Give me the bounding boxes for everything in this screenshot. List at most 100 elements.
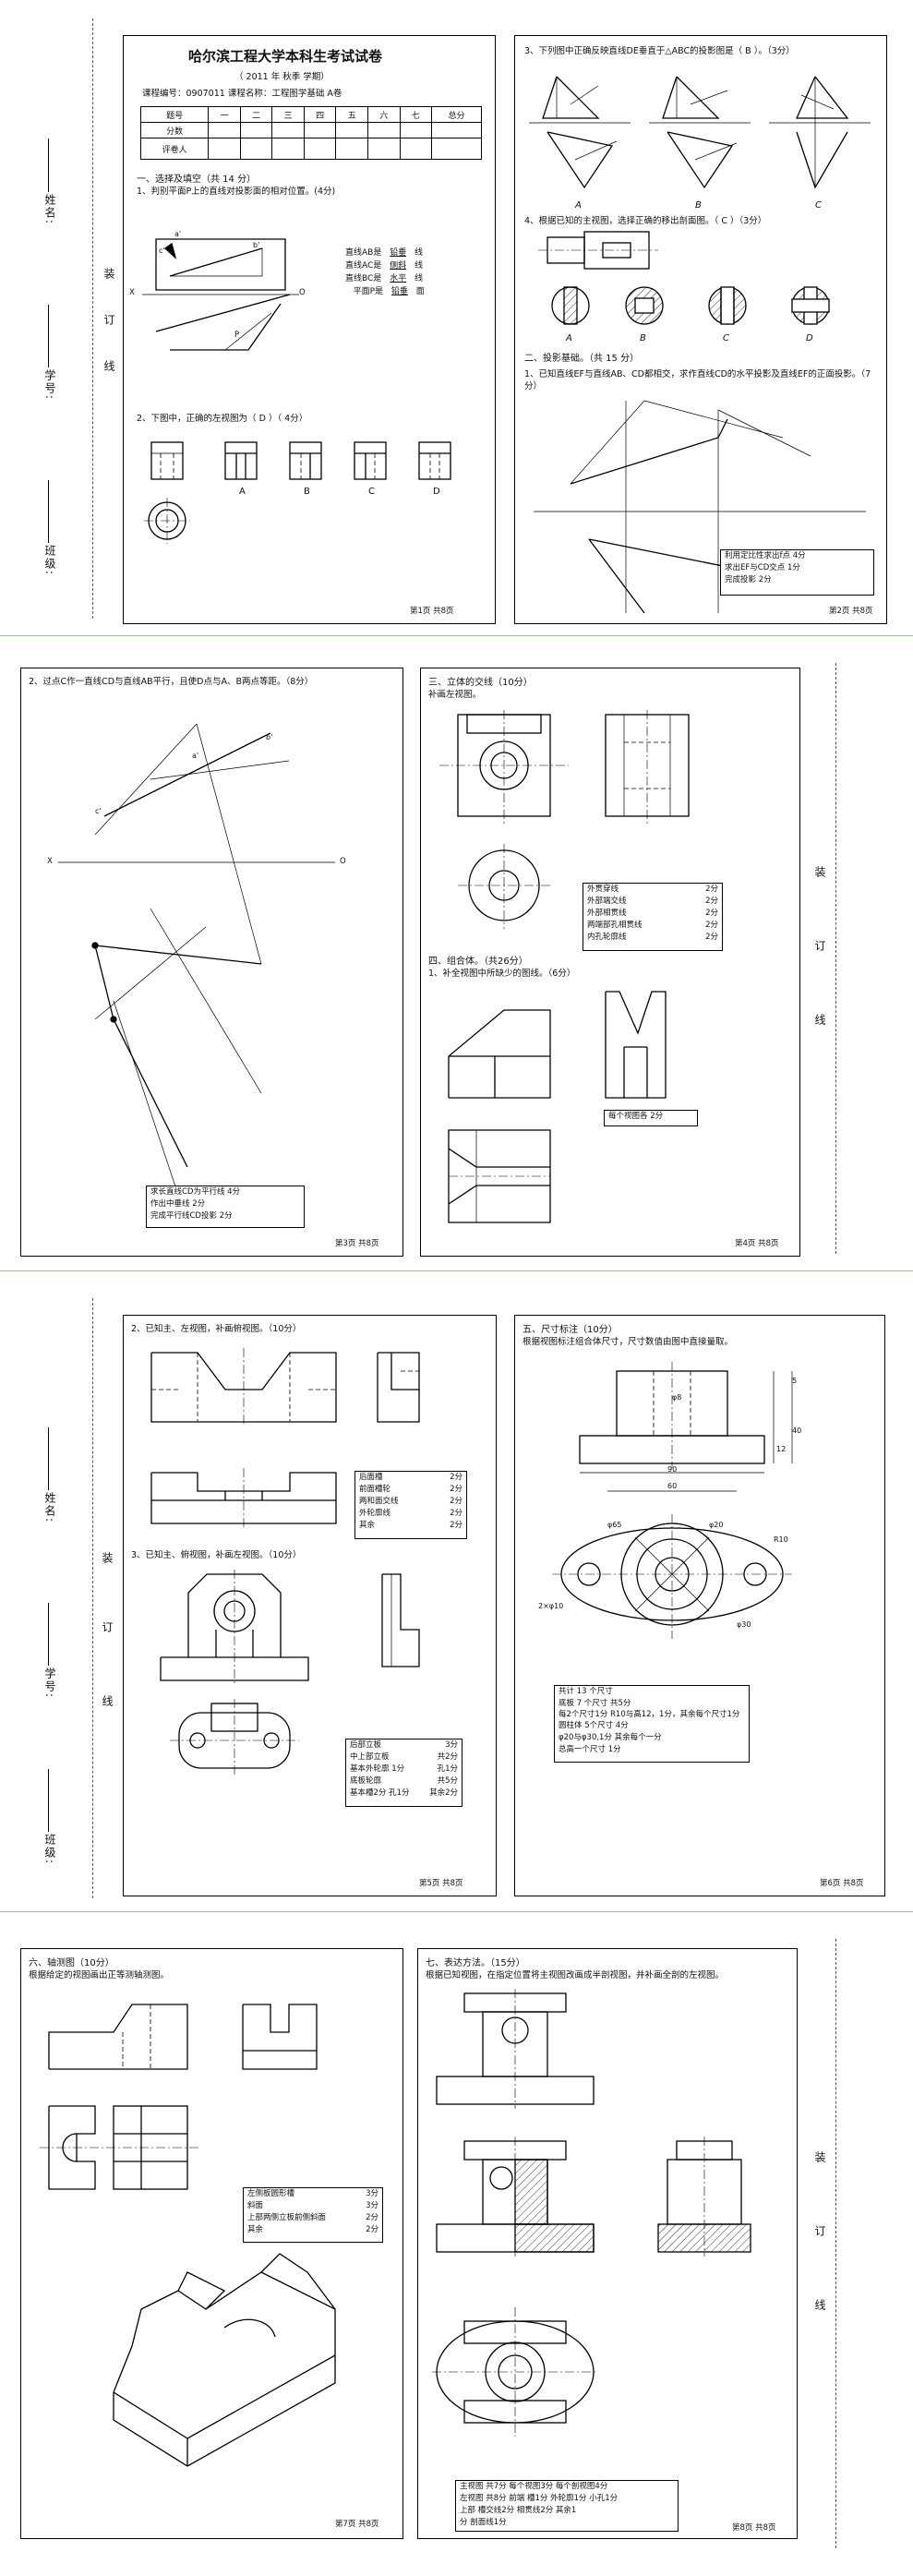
q1-1-label-x: X [129, 288, 135, 297]
q1-1-fill-list: 直线AB是 铅垂 线 直线AC是 侧斜 线 直线BC是 水平 线 平面P是 铅垂… [345, 247, 425, 298]
side-zhuang-4: 装 [813, 2151, 826, 2164]
page-4-footer: 第4页 共8页 [735, 1239, 779, 1248]
q2-2-label-a: a' [192, 752, 199, 760]
side-ding-3: 订 [101, 1621, 114, 1634]
q2-2-text: 2、过点C作一直线CD与直线AB平行，且使D点与A、B两点等距。（8分） [29, 677, 314, 687]
fill-row-1: 直线AC是 侧斜 线 [345, 261, 424, 271]
q6-sub: 根据给定的视图画出正等测轴测图。 [29, 1970, 170, 1980]
q4-3-figure [160, 1570, 420, 1777]
q1-3-option-c: C [815, 200, 822, 211]
grader-row-label: 评卷人 [139, 138, 210, 160]
q3-sub: 补画左视图。 [428, 690, 482, 700]
q1-2-option-c: C [368, 487, 375, 497]
score-head-5: 五 [335, 106, 368, 123]
q1-1-figure [142, 238, 299, 351]
side-class-line [48, 480, 49, 543]
q1-4-figure [538, 231, 830, 325]
exam-title: 哈尔滨工程大学本科生考试试卷 [188, 48, 383, 65]
q4-1-figure [448, 991, 667, 1223]
q2-2-score-box: 求长直线CD为平行线 4分 作出中垂线 2分 完成平行线CD投影 2分 [146, 1186, 305, 1228]
page-7-footer: 第7页 共8页 [335, 2520, 379, 2529]
side-name-label: 姓名: [43, 194, 56, 226]
q4-2-text: 2、已知主、左视图，补画俯视图。（10分） [131, 1324, 302, 1334]
score-head-7: 七 [399, 106, 433, 123]
dim-d90: 90 [667, 1465, 678, 1474]
page-8-footer: 第8页 共8页 [732, 2523, 776, 2533]
q2-2-figure [58, 723, 335, 1196]
page-3-footer: 第3页 共8页 [335, 1239, 379, 1248]
q7-score-box: 主视图 共7分 每个视图3分 每个剖视图4分 左视图 共8分 前端 槽1分 外轮… [455, 2480, 679, 2532]
q5-figure [552, 1362, 793, 1639]
exam-page-6: 五、尺寸标注（10分） 根据视图标注组合体尺寸，尺寸数值由图中直接量取。 φ8 … [514, 1315, 885, 1896]
side-zhuang-2: 装 [813, 866, 826, 879]
q2-2-label-o: O [340, 857, 346, 866]
q5-heading: 五、尺寸标注（10分） [523, 1325, 618, 1335]
side-xian-4: 线 [813, 2299, 826, 2312]
q1-3-text: 3、下列图中正确反映直线DE垂直于△ABC的投影图是（ B ）。（3分） [524, 46, 795, 56]
exam-page-2: 3、下列图中正确反映直线DE垂直于△ABC的投影图是（ B ）。（3分） A B… [514, 35, 887, 624]
q1-4-option-d: D [806, 333, 813, 343]
q7-sub: 根据已知视图，在指定位置将主视图改画成半剖视图，并补画全剖的左视图。 [426, 1970, 725, 1980]
q4-1-score-box: 每个视图各 2分 [604, 1110, 698, 1126]
q2-1-score-box: 利用定比性求出f点 4分 求出EF与CD交点 1分 完成投影 2分 [720, 549, 874, 596]
fill-row-2: 直线BC是 水平 线 [345, 274, 424, 283]
side-zhuang: 装 [102, 268, 115, 281]
side-number-label-3: 学号: [43, 1667, 56, 1700]
q1-1-label-o: O [299, 288, 306, 297]
side-class-label-3: 班级: [43, 1834, 56, 1866]
q1-3-option-b: B [695, 200, 702, 211]
score-head-4: 四 [303, 106, 337, 123]
side-xian-3: 线 [101, 1695, 114, 1708]
side-number-line [48, 305, 49, 367]
course-line: 课程编号：0907011 课程名称：工程图学基础 A卷 [142, 89, 342, 99]
q2-heading: 二、投影基础。（共 15 分） [524, 354, 640, 364]
dim-d12: 12 [776, 1445, 787, 1453]
side-name-line [48, 138, 49, 192]
q6-heading: 六、轴测图（10分） [29, 1958, 114, 1968]
q6-figure [40, 2004, 336, 2467]
q2-2-label-x: X [47, 857, 53, 866]
page-6-footer: 第6页 共8页 [820, 1879, 864, 1888]
dim-d40: 40 [792, 1426, 802, 1435]
term-line: （ 2011 年 秋季 学期） [234, 72, 330, 82]
page-1-footer: 第1页 共8页 [410, 607, 454, 616]
side-zhuang-3: 装 [101, 1552, 114, 1565]
q5-sub: 根据视图标注组合体尺寸，尺寸数值由图中直接量取。 [523, 1337, 734, 1347]
q4-1-text: 1、补全视图中所缺少的图线。（6分） [428, 969, 576, 979]
q1-2-option-b: B [304, 487, 310, 497]
dim-d60: 60 [667, 1482, 678, 1490]
q1-1-label-c: c' [159, 247, 165, 255]
side-xian-2: 线 [813, 1014, 826, 1027]
side-ding: 订 [102, 314, 115, 327]
dim-d30: φ30 [737, 1620, 751, 1629]
binding-line [92, 18, 93, 619]
q7-heading: 七、表达方法。（15分） [426, 1958, 525, 1968]
q1-1-label-a: a' [174, 230, 182, 238]
side-name-label-3: 姓名: [43, 1492, 56, 1524]
score-table: 题号 一 二 三 四 五 六 七 总分 分数 评卷人 [139, 106, 482, 160]
binding-line-2 [835, 663, 836, 1254]
q3-heading: 三、立体的交线（10分） [428, 678, 533, 688]
side-ding-4: 订 [813, 2225, 826, 2238]
score-row-label: 分数 [139, 122, 210, 138]
q2-2-label-b: b' [266, 733, 273, 741]
score-head-0: 题号 [139, 106, 210, 123]
page-5-footer: 第5页 共8页 [419, 1879, 463, 1888]
q2-2-label-c: c' [95, 807, 102, 815]
q7-figure [432, 1989, 751, 2437]
page-2-footer: 第2页 共8页 [829, 607, 873, 616]
q1-2-option-d: D [433, 487, 440, 497]
q1-4-text: 4、根据已知的主视图，选择正确的移出剖面图。（ C ）（3分） [524, 216, 767, 226]
score-head-8: 总分 [431, 106, 482, 123]
q1-3-option-a: A [575, 200, 582, 211]
exam-page-3: 2、过点C作一直线CD与直线AB平行，且使D点与A、B两点等距。（8分） c' … [20, 668, 403, 1257]
q4-heading: 四、组合体。（共26分） [428, 957, 528, 967]
q1-2-figure [144, 441, 451, 544]
